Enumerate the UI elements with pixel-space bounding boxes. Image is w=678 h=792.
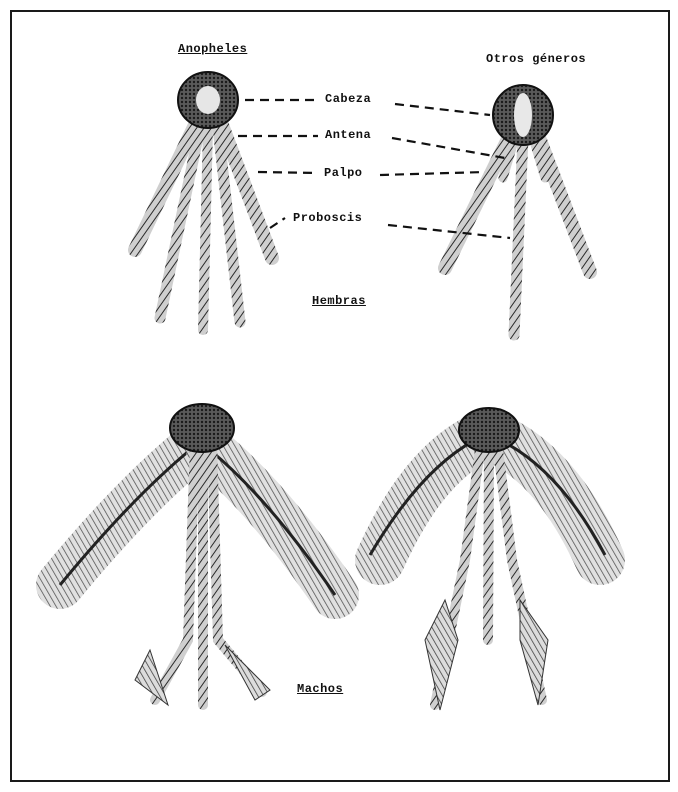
female-other-genera-head	[445, 85, 590, 335]
female-anopheles-head	[135, 72, 272, 330]
label-proboscis: Proboscis	[293, 211, 362, 225]
male-other-genera-head	[370, 408, 605, 710]
label-antenna: Antena	[325, 128, 371, 142]
females-label: Hembras	[312, 294, 366, 308]
anopheles-title: Anopheles	[178, 42, 247, 56]
male-anopheles-head	[60, 404, 335, 705]
label-palp: Palpo	[324, 166, 363, 180]
other-genera-title: Otros géneros	[486, 52, 586, 66]
label-head: Cabeza	[325, 92, 371, 106]
males-label: Machos	[297, 682, 343, 696]
